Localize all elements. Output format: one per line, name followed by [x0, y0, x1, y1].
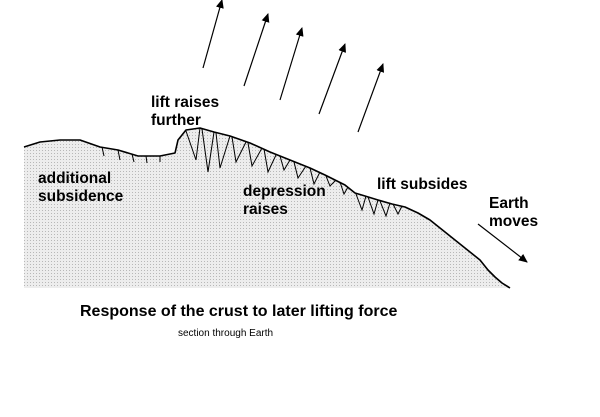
arrow-up-right-icon [357, 63, 384, 133]
fracture-wedges-lift [185, 127, 349, 196]
label-additional-subsidence: additional subsidence [38, 170, 124, 205]
diagram-title: Response of the crust to later lifting f… [80, 303, 398, 320]
arrow-down-right-icon [477, 223, 528, 263]
arrow-up-right-icon [202, 0, 224, 69]
lifting-force-arrows [202, 0, 384, 133]
arrow-up-right-icon [243, 13, 270, 87]
label-depression-raises: depression raises [243, 183, 326, 218]
fracture-wedges-subsiding [355, 193, 403, 218]
diagram-subtitle: section through Earth [178, 328, 274, 339]
label-earth-moves: Earth moves [489, 195, 539, 230]
subsidence-ticks [101, 146, 161, 164]
crust-body [24, 128, 510, 288]
arrow-up-right-icon [279, 27, 304, 101]
arrow-up-right-icon [318, 43, 346, 115]
label-lift-subsides: lift subsides [377, 176, 468, 193]
label-lift-raises-further: lift raises further [151, 94, 220, 129]
crust-surface-line [23, 127, 511, 289]
